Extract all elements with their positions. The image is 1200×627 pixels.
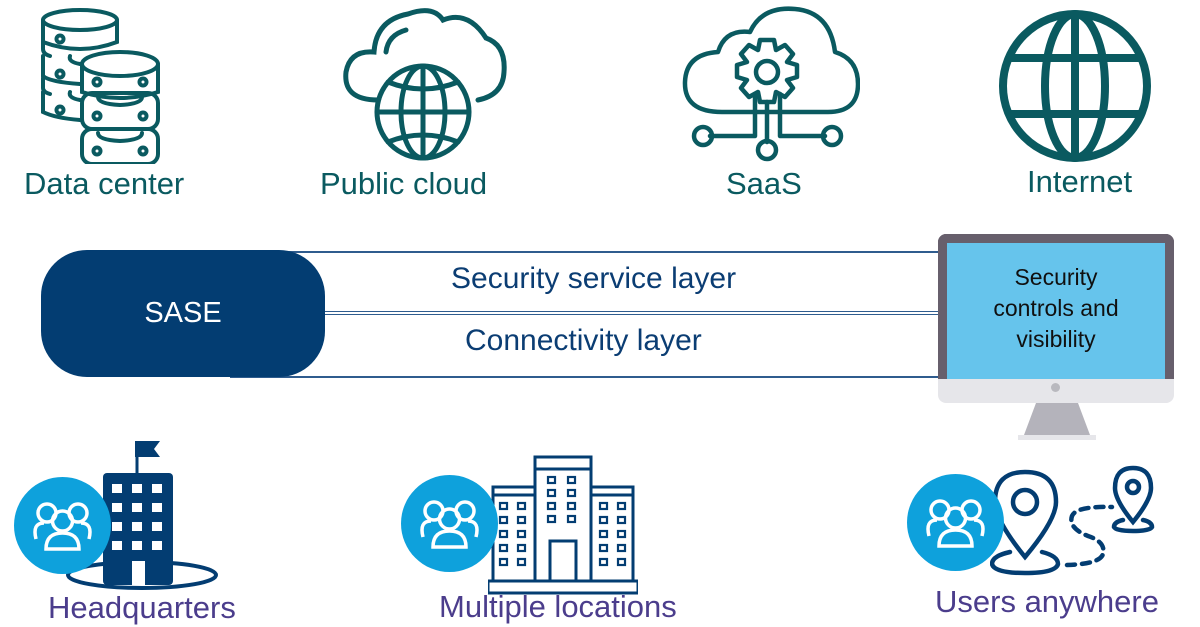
label-multiple-locations: Multiple locations bbox=[439, 589, 677, 624]
security-service-layer-label: Security service layer bbox=[451, 262, 737, 295]
label-headquarters: Headquarters bbox=[48, 590, 236, 625]
cloud-gear-network-icon bbox=[682, 6, 860, 162]
office-buildings-icon bbox=[488, 455, 638, 595]
people-group-icon bbox=[14, 477, 111, 574]
desktop-monitor-icon: Security controls and visibility bbox=[938, 234, 1174, 379]
monitor-text: Security controls and visibility bbox=[993, 262, 1118, 355]
globe-icon bbox=[999, 10, 1151, 162]
database-servers-icon bbox=[41, 8, 160, 164]
people-group-icon bbox=[907, 474, 1004, 571]
sase-box: SASE bbox=[41, 250, 325, 377]
sase-label: SASE bbox=[144, 297, 222, 329]
monitor-text-line: visibility bbox=[1016, 325, 1096, 352]
monitor-text-line: Security bbox=[1014, 263, 1098, 290]
monitor-text-line: controls and bbox=[993, 294, 1119, 321]
layer-divider bbox=[230, 311, 940, 315]
label-saas: SaaS bbox=[726, 166, 802, 201]
cloud-globe-icon bbox=[343, 8, 507, 161]
hq-building-icon bbox=[66, 441, 218, 590]
monitor-stand bbox=[1018, 403, 1096, 440]
connectivity-layer-label: Connectivity layer bbox=[465, 324, 702, 357]
label-internet: Internet bbox=[1027, 164, 1133, 199]
monitor-power-dot bbox=[1051, 383, 1060, 392]
people-group-icon bbox=[401, 475, 498, 572]
label-data-center: Data center bbox=[24, 166, 185, 201]
label-users-anywhere: Users anywhere bbox=[935, 584, 1159, 619]
layer-top-border bbox=[230, 251, 940, 253]
layer-bottom-border bbox=[230, 376, 940, 378]
location-pins-route-icon bbox=[990, 465, 1155, 576]
label-public-cloud: Public cloud bbox=[320, 166, 488, 201]
